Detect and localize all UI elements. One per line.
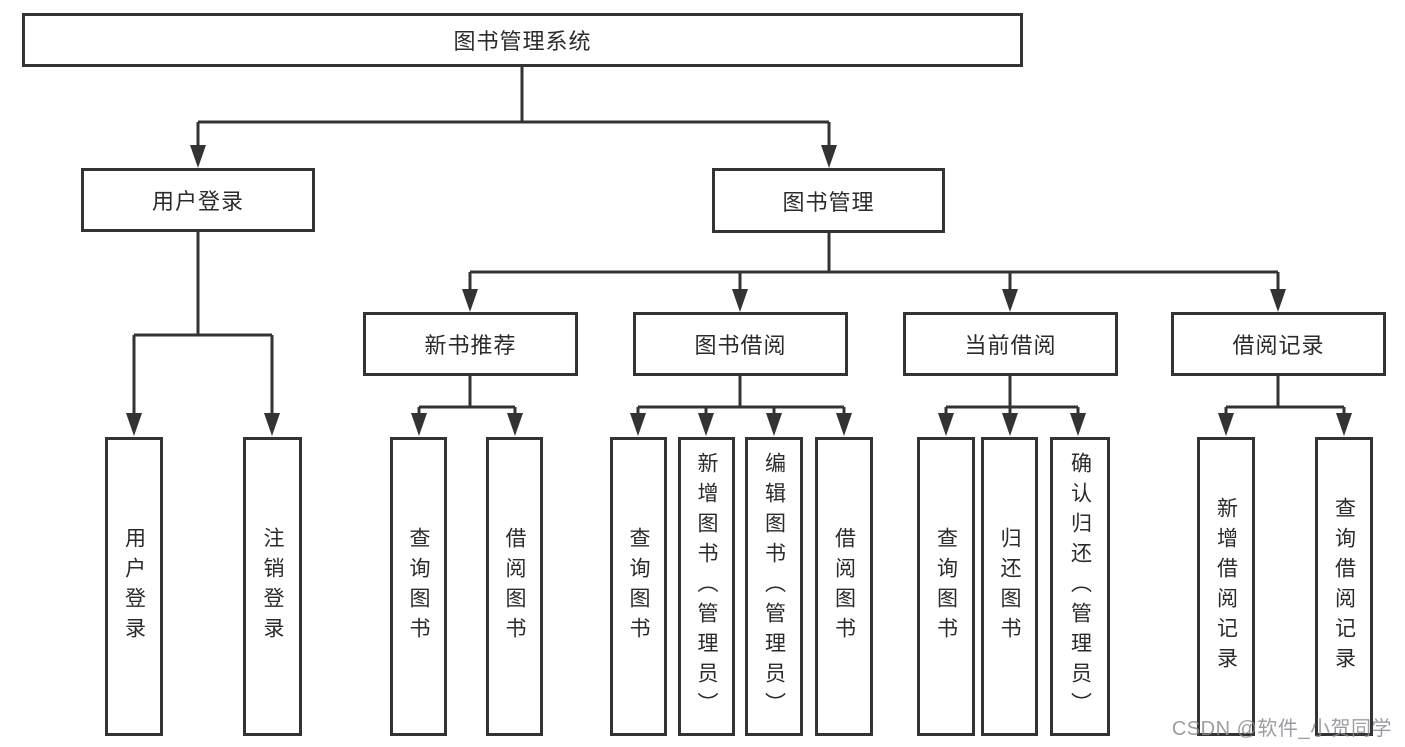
leaf-borrow-query-books: 查询图书 [610, 437, 667, 736]
node-library-management-system: 图书管理系统 [22, 13, 1023, 67]
leaf-records-query-record: 查询借阅记录 [1315, 437, 1373, 736]
leaf-borrow-borrow-books: 借阅图书 [815, 437, 873, 736]
leaf-records-add-record: 新增借阅记录 [1197, 437, 1255, 736]
csdn-watermark: CSDN @软件_小贺同学 [1171, 718, 1392, 740]
leaf-borrow-add-books-admin: 新增图书（管理员） [678, 437, 735, 736]
leaf-borrow-edit-books-admin: 编辑图书（管理员） [745, 437, 803, 736]
node-borrowing-records: 借阅记录 [1171, 312, 1386, 376]
node-book-management: 图书管理 [712, 168, 945, 233]
leaf-recommend-borrow-books: 借阅图书 [486, 437, 543, 736]
leaf-user-login: 用户登录 [105, 437, 163, 736]
leaf-current-return-books: 归还图书 [981, 437, 1038, 736]
leaf-recommend-query-books: 查询图书 [390, 437, 447, 736]
leaf-logout-login: 注销登录 [243, 437, 302, 736]
leaf-current-confirm-return-admin: 确认归还（管理员） [1050, 437, 1110, 736]
node-user-login: 用户登录 [81, 168, 315, 232]
node-new-book-recommendation: 新书推荐 [363, 312, 578, 376]
leaf-current-query-books: 查询图书 [917, 437, 975, 736]
node-book-borrowing: 图书借阅 [633, 312, 848, 376]
node-current-borrowing: 当前借阅 [903, 312, 1118, 376]
